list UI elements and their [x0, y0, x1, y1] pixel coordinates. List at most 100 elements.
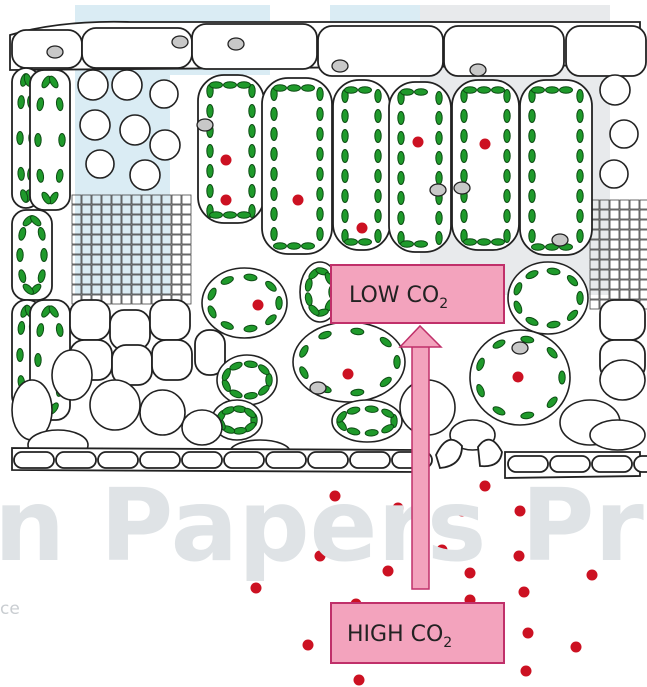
chloroplast-icon — [529, 190, 535, 203]
xylem-cell — [172, 235, 181, 244]
co2-dot — [519, 587, 530, 598]
upper-epidermis — [10, 22, 646, 76]
chloroplast-icon — [436, 132, 442, 145]
chloroplast-icon — [398, 172, 404, 185]
chloroplast-icon — [375, 170, 381, 183]
sheath-cell — [610, 120, 638, 148]
chloroplast-icon — [317, 148, 323, 161]
xylem-cell — [182, 275, 191, 284]
chloroplast-icon — [436, 92, 442, 105]
filler-cell — [182, 410, 222, 445]
xylem-cell — [630, 230, 639, 239]
chloroplast-icon — [274, 243, 287, 249]
high-co2-label: HIGH CO2 — [331, 603, 504, 663]
chloroplast-icon — [375, 90, 381, 103]
xylem-cell — [620, 220, 629, 229]
nucleus — [430, 184, 446, 196]
chloroplast-icon — [342, 210, 348, 223]
xylem-cell — [610, 280, 619, 289]
palisade-cell — [389, 82, 451, 252]
epidermis-cell — [308, 452, 348, 468]
xylem-cell — [182, 235, 191, 244]
epidermis-cell — [182, 452, 222, 468]
xylem-cell — [620, 270, 629, 279]
chloroplast-icon — [375, 150, 381, 163]
chloroplast-icon — [398, 212, 404, 225]
sheath-cell — [600, 75, 630, 105]
chloroplast-icon — [271, 108, 277, 121]
xylem-cell — [640, 220, 647, 229]
chloroplast-icon — [302, 85, 315, 91]
palisade-layer — [197, 75, 592, 255]
chloroplast-icon — [288, 85, 301, 91]
epidermis-cell — [566, 26, 646, 76]
xylem-cell — [172, 245, 181, 254]
co2-dot — [343, 369, 354, 380]
chloroplast-icon — [577, 210, 583, 223]
spongy-cell — [600, 300, 645, 340]
chloroplast-icon — [529, 130, 535, 143]
chloroplast-icon — [207, 185, 213, 198]
xylem-cell — [610, 290, 619, 299]
chloroplast-icon — [492, 239, 505, 245]
chloroplast-icon — [249, 125, 255, 138]
chloroplast-icon — [317, 228, 323, 241]
chloroplast-icon — [207, 105, 213, 118]
xylem-cell — [640, 200, 647, 209]
chloroplast-icon — [345, 239, 358, 245]
epidermis-cell — [444, 26, 564, 76]
nucleus — [470, 64, 486, 76]
co2-dot — [571, 642, 582, 653]
chloroplast-icon — [504, 130, 510, 143]
chloroplast-icon — [529, 210, 535, 223]
xylem-cell — [172, 195, 181, 204]
xylem-cell — [620, 200, 629, 209]
chloroplast-icon — [436, 232, 442, 245]
chloroplast-icon — [577, 230, 583, 243]
chloroplast-icon — [276, 297, 282, 310]
chloroplast-icon — [461, 210, 467, 223]
filler-cell — [600, 360, 645, 400]
sheath-cell — [130, 160, 160, 190]
xylem-cell — [172, 265, 181, 274]
chloroplast-icon — [436, 172, 442, 185]
xylem-cell — [182, 285, 191, 294]
chloroplast-icon — [375, 130, 381, 143]
xylem-cell — [172, 205, 181, 214]
chloroplast-icon — [17, 349, 23, 362]
chloroplast-icon — [271, 188, 277, 201]
palisade-cell — [520, 80, 592, 255]
chloroplast-icon — [238, 212, 251, 218]
chloroplast-icon — [342, 190, 348, 203]
xylem-cell — [630, 210, 639, 219]
xylem-cell — [640, 280, 647, 289]
chloroplast-icon — [464, 239, 477, 245]
chloroplast-icon — [559, 371, 565, 384]
chloroplast-icon — [342, 130, 348, 143]
co2-dot — [523, 628, 534, 639]
filler-cell — [140, 390, 185, 435]
xylem-cell — [172, 215, 181, 224]
chloroplast-icon — [41, 249, 47, 262]
chloroplast-icon — [288, 243, 301, 249]
epidermis-cell — [12, 30, 82, 68]
xylem-cell — [610, 230, 619, 239]
xylem-cell — [172, 225, 181, 234]
xylem-cell — [610, 210, 619, 219]
xylem-cell — [640, 270, 647, 279]
spongy-cell — [110, 310, 150, 350]
spongy-cell — [150, 300, 190, 340]
chloroplast-icon — [207, 165, 213, 178]
xylem-cell — [630, 250, 639, 259]
nucleus — [552, 234, 568, 246]
chloroplast-icon — [478, 87, 491, 93]
xylem-cell — [610, 250, 619, 259]
chloroplast-icon — [577, 130, 583, 143]
chloroplast-icon — [375, 110, 381, 123]
chloroplast-icon — [359, 239, 372, 245]
chloroplast-icon — [224, 212, 237, 218]
chloroplast-icon — [504, 210, 510, 223]
xylem-cell — [620, 280, 629, 289]
xylem-cell — [620, 210, 629, 219]
chloroplast-icon — [504, 150, 510, 163]
